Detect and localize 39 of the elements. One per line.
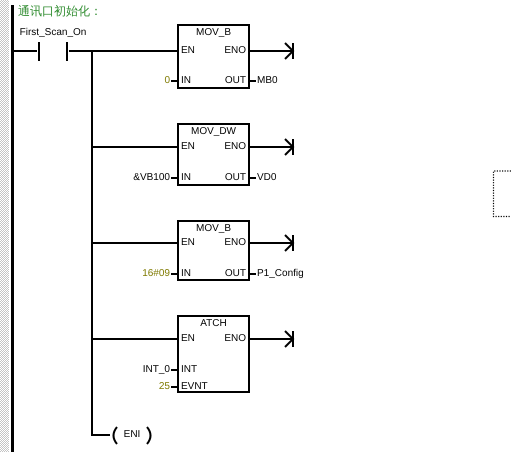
function-block [177,220,250,281]
operand-label: INT_0 [142,364,170,376]
pin-label: IN [181,172,191,184]
operand-label: 0 [164,75,170,87]
function-block [177,123,250,186]
pin-label: ENO [224,141,246,153]
pin-label: IN [181,75,191,87]
operand-label: 25 [158,381,170,393]
tag-label: First_Scan_On [20,27,86,39]
pin-label: OUT [224,268,246,280]
section-heading: 通讯口初始化： [18,4,102,18]
pin-label: EN [181,141,195,153]
coil-label: ENI [124,429,140,441]
block-name: ATCH [200,318,227,330]
pin-label: OUT [224,75,246,87]
pin-label: ENO [224,45,246,57]
block-name: MOV_B [196,223,231,235]
wire [69,50,110,436]
pin-label: EVNT [181,381,208,393]
power-rail [11,5,14,452]
operand-label: P1_Config [257,268,304,280]
pin-label: ENO [224,333,246,345]
block-name: MOV_DW [191,126,236,138]
operand-label: 16#09 [142,268,170,280]
pin-label: IN [181,268,191,280]
operand-label: VD0 [257,172,276,184]
coil [110,426,154,445]
pin-label: ENO [224,237,246,249]
function-block [177,24,250,89]
pin-label: OUT [224,172,246,184]
function-block [177,315,250,393]
pin-label: EN [181,237,195,249]
pin-label: INT [181,364,198,376]
pin-label: EN [181,45,195,57]
wire [14,50,37,52]
pin-label: EN [181,333,195,345]
block-name: MOV_B [196,27,231,39]
operand-label: MB0 [257,75,278,87]
operand-label: &VB100 [133,172,170,184]
